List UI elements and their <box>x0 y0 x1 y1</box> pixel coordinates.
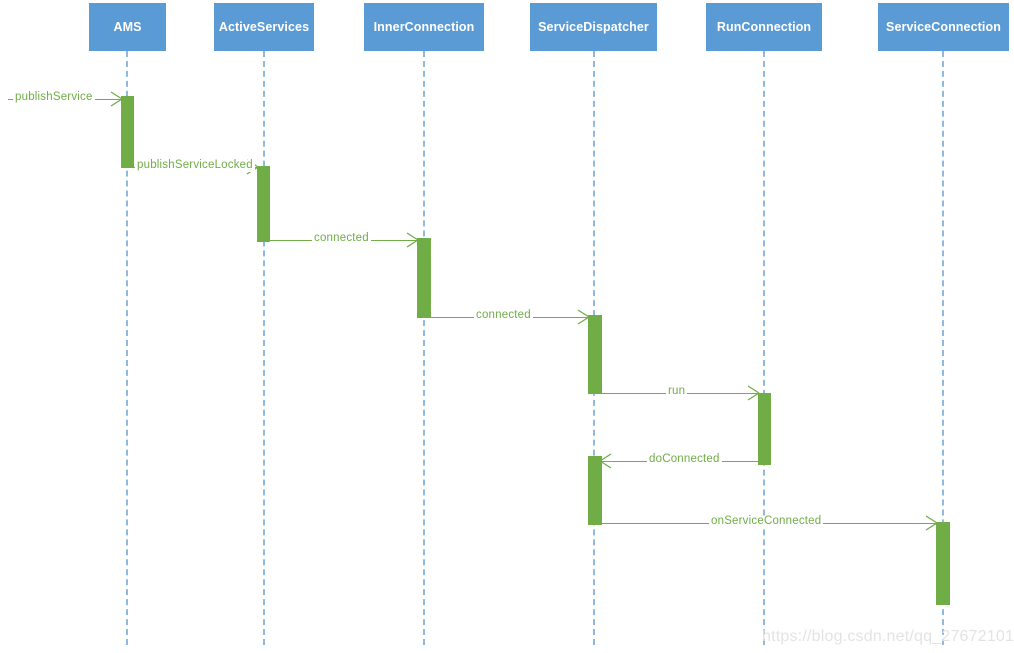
participant-label: InnerConnection <box>373 19 475 34</box>
lifeline-ams <box>126 51 128 645</box>
participant-ams[interactable]: AMS <box>89 3 166 51</box>
activation-bar-run-connection <box>758 393 771 465</box>
activation-bar-active-services <box>257 166 270 242</box>
message-label-msg-do-connected: doConnected <box>647 453 722 466</box>
participant-label: ServiceDispatcher <box>538 19 649 34</box>
activation-bar-service-dispatcher <box>588 315 602 394</box>
lifeline-active-services <box>263 51 265 645</box>
participant-label: AMS <box>113 19 142 34</box>
lifeline-service-connection <box>942 51 944 645</box>
message-label-msg-connected-2: connected <box>474 309 533 322</box>
lifeline-run-connection <box>763 51 765 645</box>
lifeline-inner-connection <box>423 51 425 645</box>
activation-bar-service-dispatcher <box>588 456 602 525</box>
activation-bar-inner-connection <box>417 238 431 318</box>
message-label-msg-connected-1: connected <box>312 232 371 245</box>
activation-bar-ams <box>121 96 134 168</box>
watermark: https://blog.csdn.net/qq_27672101 <box>762 628 1014 645</box>
participant-label: ActiveServices <box>218 19 310 34</box>
message-label-msg-publish-service-locked: publishServiceLocked <box>135 159 255 172</box>
message-label-msg-publish-service: publishService <box>13 91 95 104</box>
participant-inner-connection[interactable]: InnerConnection <box>364 3 484 51</box>
participant-active-services[interactable]: ActiveServices <box>214 3 314 51</box>
participant-label: ServiceConnection <box>886 19 1001 34</box>
participant-service-connection[interactable]: ServiceConnection <box>878 3 1009 51</box>
message-label-msg-run: run <box>666 385 688 398</box>
participant-label: RunConnection <box>716 19 812 34</box>
activation-bar-service-connection <box>936 522 950 605</box>
message-label-msg-on-service-connected: onServiceConnected <box>709 515 824 528</box>
participant-run-connection[interactable]: RunConnection <box>706 3 822 51</box>
participant-service-dispatcher[interactable]: ServiceDispatcher <box>530 3 657 51</box>
